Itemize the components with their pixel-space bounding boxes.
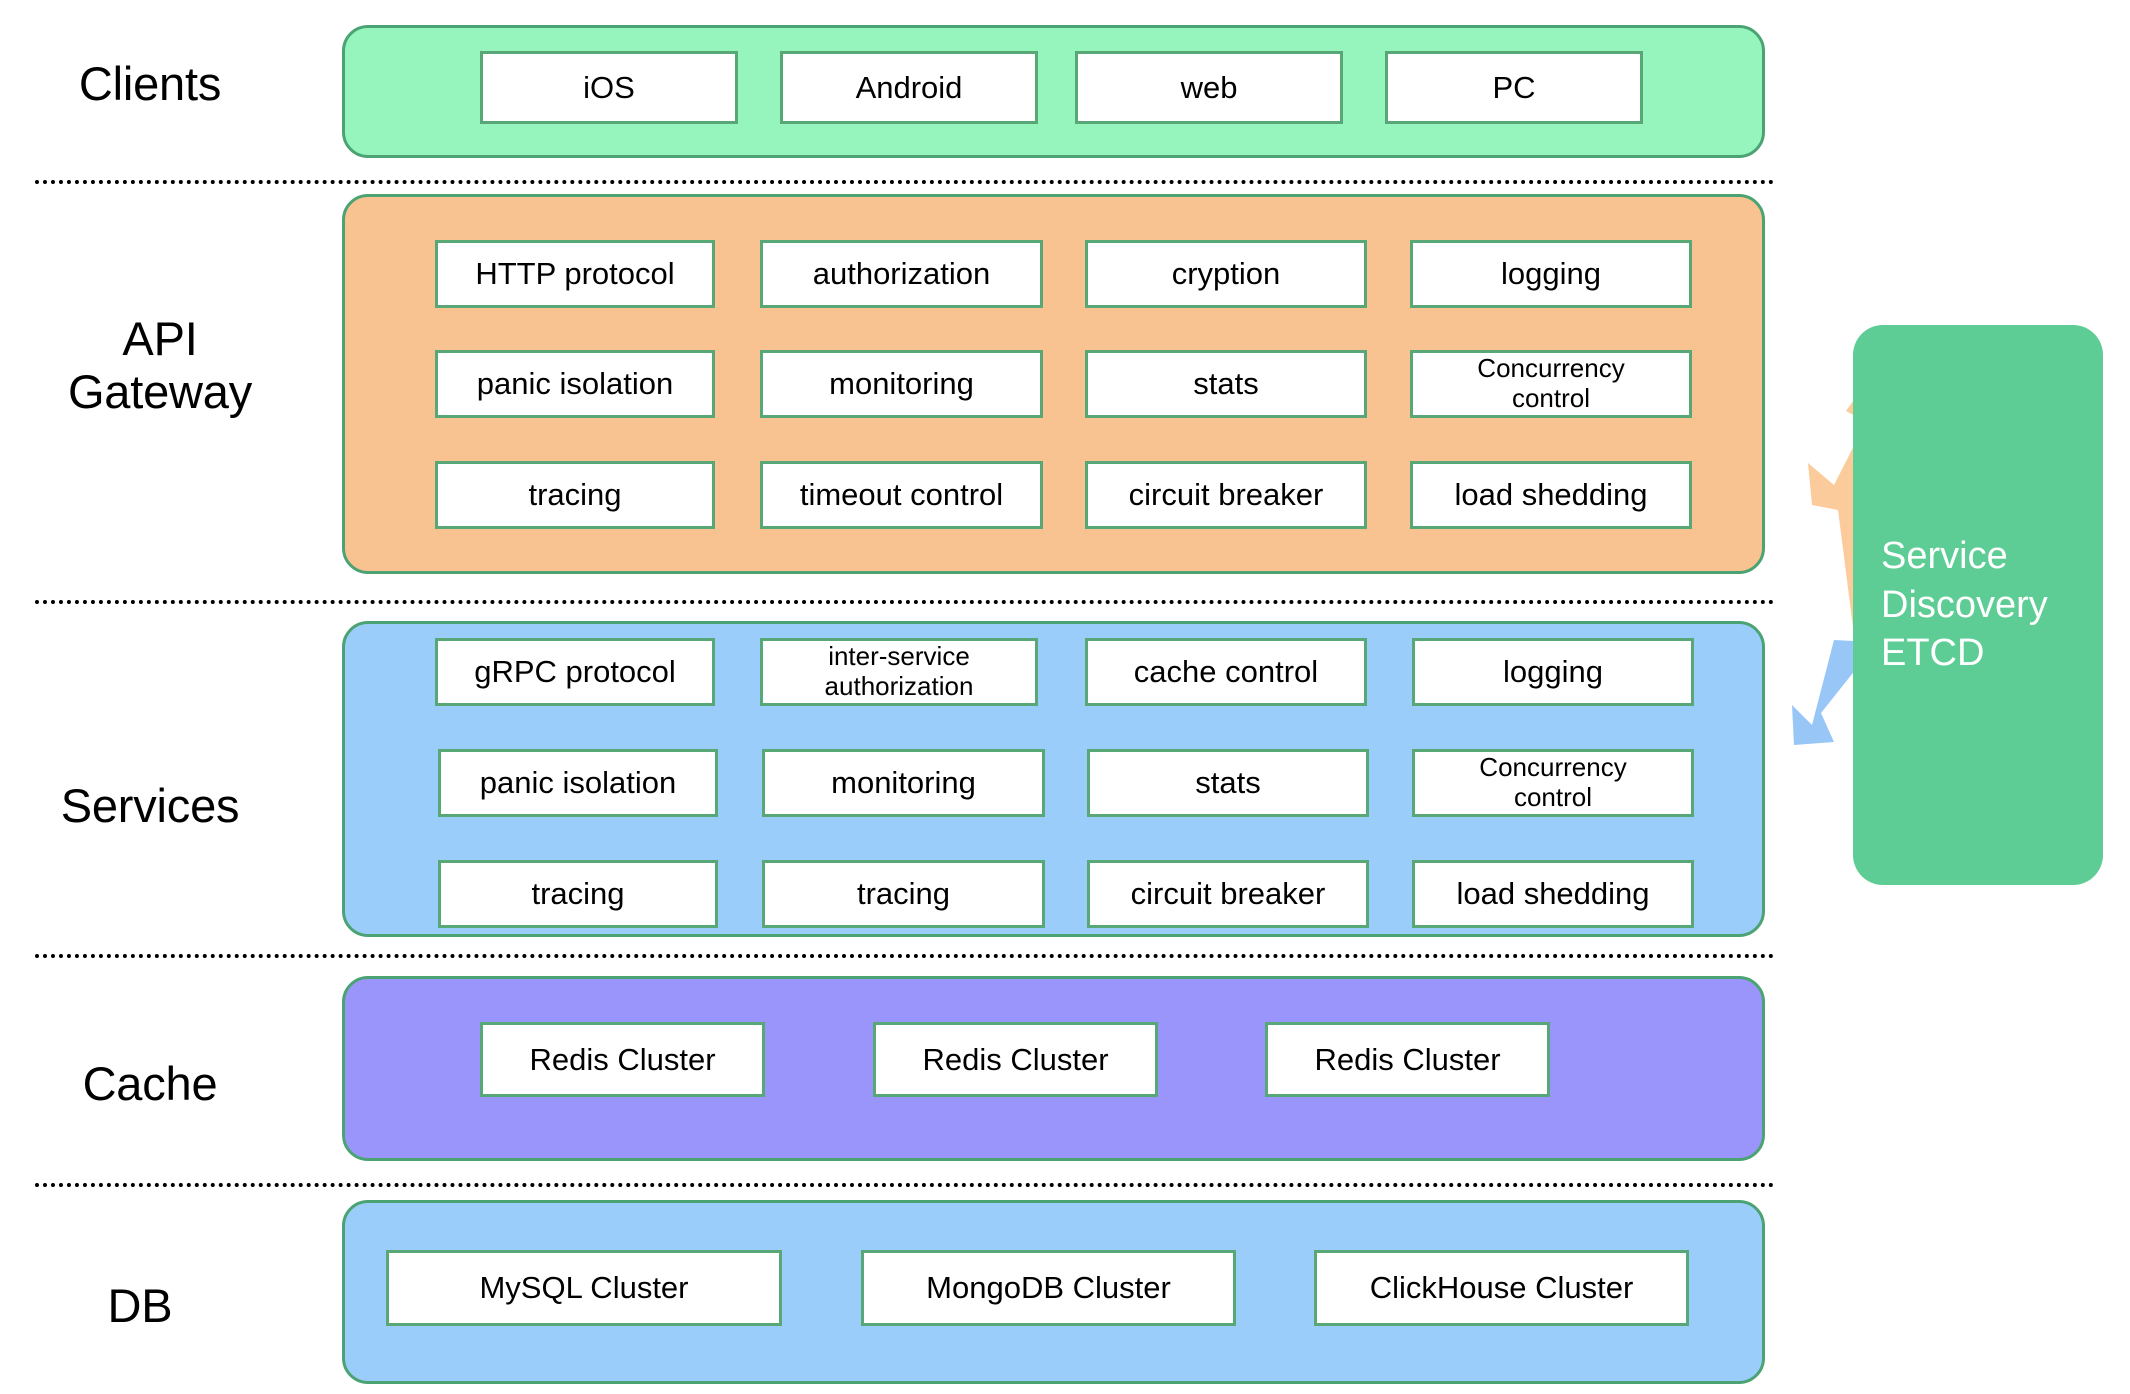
separator-clients-gateway	[35, 180, 1775, 184]
service-item-cache-control[interactable]: cache control	[1085, 638, 1367, 706]
service-item-panic-isolation[interactable]: panic isolation	[438, 749, 718, 817]
tier-label-clients: Clients	[78, 57, 222, 110]
gateway-item-panic-isolation[interactable]: panic isolation	[435, 350, 715, 418]
service-item-circuit-breaker[interactable]: circuit breaker	[1087, 860, 1369, 928]
service-item-monitoring[interactable]: monitoring	[762, 749, 1045, 817]
gateway-item-logging[interactable]: logging	[1410, 240, 1692, 308]
gateway-item-cryption[interactable]: cryption	[1085, 240, 1367, 308]
gateway-item-http-protocol[interactable]: HTTP protocol	[435, 240, 715, 308]
service-item-stats[interactable]: stats	[1087, 749, 1369, 817]
gateway-item-timeout-control[interactable]: timeout control	[760, 461, 1043, 529]
gateway-item-circuit-breaker[interactable]: circuit breaker	[1085, 461, 1367, 529]
service-item-concurrency-control[interactable]: Concurrency control	[1412, 749, 1694, 817]
gateway-item-load-shedding[interactable]: load shedding	[1410, 461, 1692, 529]
gateway-item-authorization[interactable]: authorization	[760, 240, 1043, 308]
separator-gateway-services	[35, 600, 1775, 604]
db-item-clickhouse-cluster[interactable]: ClickHouse Cluster	[1314, 1250, 1689, 1326]
service-item-logging[interactable]: logging	[1412, 638, 1694, 706]
separator-cache-db	[35, 1183, 1775, 1187]
gateway-item-concurrency-control[interactable]: Concurrency control	[1410, 350, 1692, 418]
db-item-mysql-cluster[interactable]: MySQL Cluster	[386, 1250, 782, 1326]
tier-label-api-gateway: API Gateway	[67, 312, 253, 418]
service-item-load-shedding[interactable]: load shedding	[1412, 860, 1694, 928]
tier-label-db: DB	[107, 1279, 173, 1332]
client-item-pc[interactable]: PC	[1385, 51, 1643, 124]
client-item-ios[interactable]: iOS	[480, 51, 738, 124]
cache-item-redis-cluster-2[interactable]: Redis Cluster	[873, 1022, 1158, 1097]
cache-item-redis-cluster-3[interactable]: Redis Cluster	[1265, 1022, 1550, 1097]
gateway-item-monitoring[interactable]: monitoring	[760, 350, 1043, 418]
service-discovery-etcd-panel[interactable]: Service Discovery ETCD	[1853, 325, 2103, 885]
tier-label-cache: Cache	[82, 1057, 218, 1110]
service-item-tracing-1[interactable]: tracing	[438, 860, 718, 928]
service-item-tracing-2[interactable]: tracing	[762, 860, 1045, 928]
gateway-item-stats[interactable]: stats	[1085, 350, 1367, 418]
tier-label-services: Services	[60, 779, 240, 832]
service-item-grpc-protocol[interactable]: gRPC protocol	[435, 638, 715, 706]
service-item-inter-service-authorization[interactable]: inter-service authorization	[760, 638, 1038, 706]
client-item-web[interactable]: web	[1075, 51, 1343, 124]
client-item-android[interactable]: Android	[780, 51, 1038, 124]
separator-services-cache	[35, 954, 1775, 958]
gateway-item-tracing[interactable]: tracing	[435, 461, 715, 529]
cache-item-redis-cluster-1[interactable]: Redis Cluster	[480, 1022, 765, 1097]
db-item-mongodb-cluster[interactable]: MongoDB Cluster	[861, 1250, 1236, 1326]
